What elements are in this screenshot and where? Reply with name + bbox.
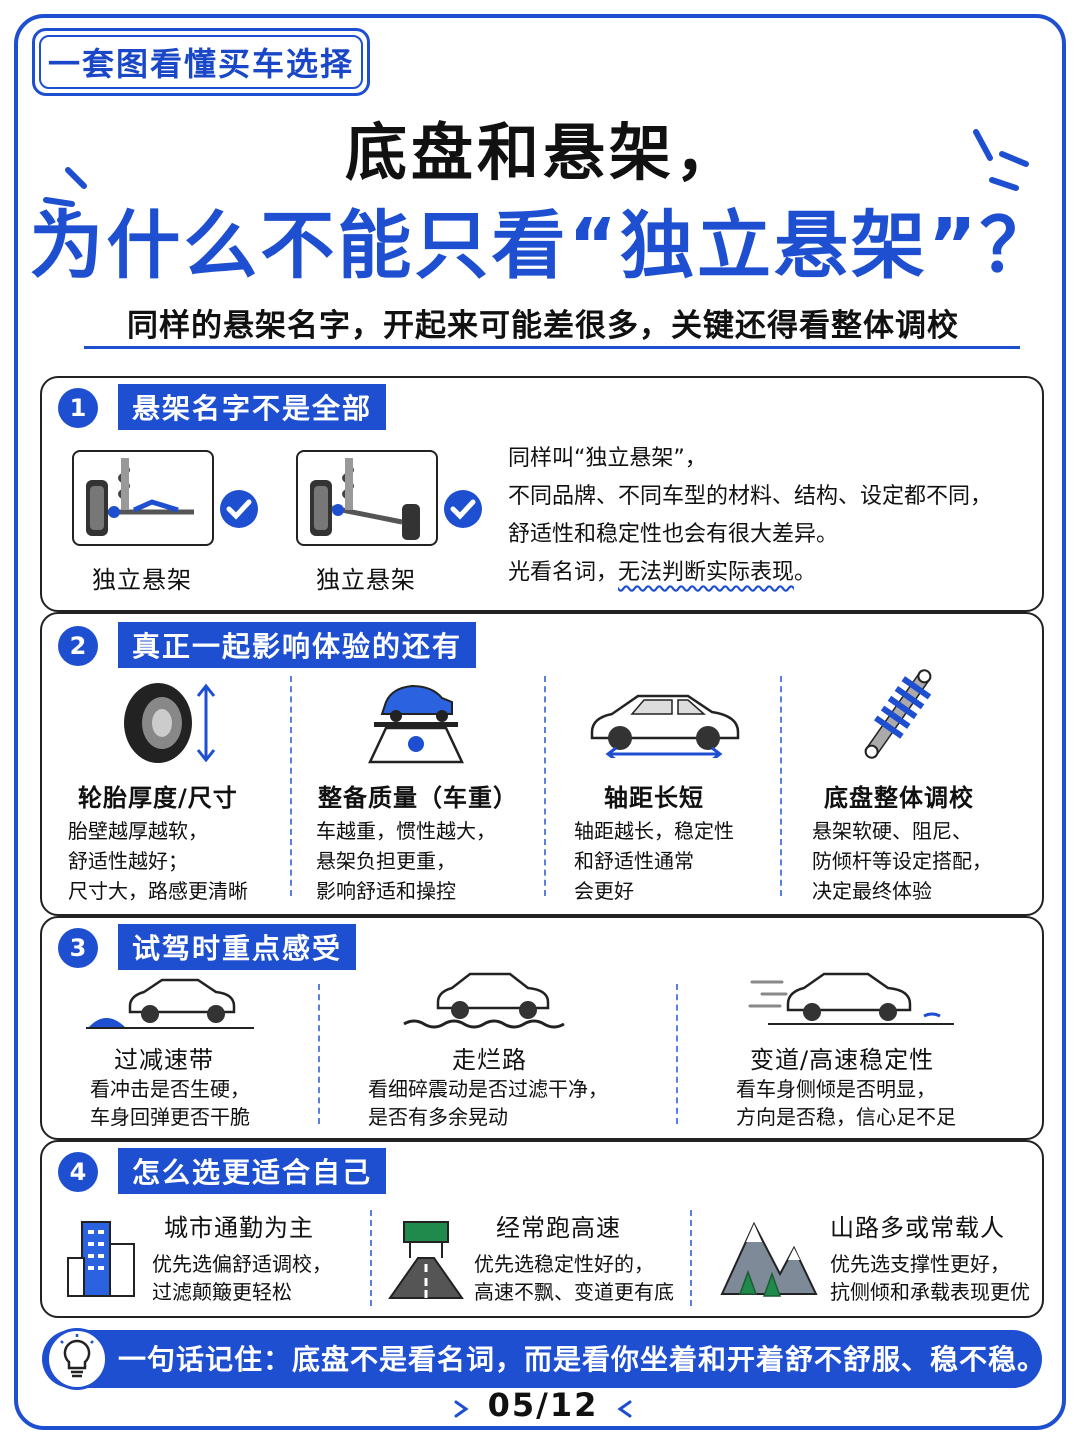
item-text: 车越重，惯性越大， [316, 819, 496, 843]
check-icon [444, 490, 482, 528]
item-label: 城市通勤为主 [164, 1214, 314, 1242]
summary-text: 一句话记住：底盘不是看名词，而是看你坐着和开着舒不舒服、稳不稳。 [118, 1343, 1047, 1376]
section-3-title: 试驾时重点感受 [118, 924, 357, 970]
page-subtitle: 同样的悬架名字，开起来可能差很多，关键还得看整体调校 [127, 308, 959, 344]
city-building-icon [67, 1221, 135, 1297]
item-text: 抗侧倾和承载表现更优 [830, 1280, 1030, 1304]
divider [544, 676, 546, 896]
item-text: 尺寸大，路感更清晰 [68, 879, 248, 903]
item-text: 轴距越长，稳定性 [574, 819, 734, 843]
divider [318, 984, 320, 1124]
item-label: 底盘整体调校 [824, 784, 974, 812]
item-text: 胎壁越厚越软， [68, 819, 208, 843]
section-2 [40, 612, 1044, 916]
section-2-title: 真正一起影响体验的还有 [118, 622, 477, 668]
wheelbase-icon [590, 694, 740, 758]
page-frame [14, 14, 1066, 1430]
item-text: 优先选稳定性好的， [474, 1252, 654, 1276]
item-label: 山路多或常载人 [830, 1214, 1005, 1242]
text-prefix: 光看名词， [508, 560, 619, 585]
divider [676, 984, 678, 1124]
item-label: 轴距长短 [604, 784, 704, 812]
summary-banner [42, 1330, 1042, 1388]
suspension-icon [296, 450, 438, 546]
text-suffix: 。 [794, 560, 817, 585]
item-text: 是否有多余晃动 [368, 1105, 508, 1129]
item-label: 整备质量（车重） [318, 784, 518, 812]
divider [290, 676, 292, 896]
page-title-highlight: 为什么不能只看“独立悬架”？ [29, 203, 1057, 289]
section-4-title: 怎么选更适合自己 [118, 1148, 387, 1194]
section-1-number: 1 [58, 388, 98, 428]
item-text: 决定最终体验 [812, 879, 932, 903]
fast-car-icon [748, 972, 954, 1025]
item-text: 悬架负担更重， [316, 849, 456, 873]
section-1-text-line: 舒适性和稳定性也会有很大差异。 [508, 522, 839, 547]
lightbulb-icon [46, 1328, 108, 1390]
item-text: 悬架软硬、阻尼、 [812, 819, 972, 843]
suspension-icon [72, 450, 214, 546]
item-text: 方向是否稳，信心足不足 [736, 1105, 956, 1129]
mountain-icon [720, 1221, 818, 1297]
item-label: 轮胎厚度/尺寸 [78, 784, 238, 812]
page-number: 05/12 [487, 1386, 599, 1424]
text-highlight: 无法判断实际表现 [618, 560, 795, 585]
suspension-label-1: 独立悬架 [92, 566, 192, 594]
item-text: 影响舒适和操控 [316, 879, 456, 903]
item-text: 会更好 [574, 879, 634, 903]
page-marker-left-icon [454, 1400, 469, 1418]
rough-road-car-icon [403, 972, 565, 1029]
shock-absorber-icon [864, 669, 932, 759]
item-text: 看细碎震动是否过滤干净， [368, 1077, 608, 1101]
item-text: 过滤颠簸更轻松 [152, 1280, 292, 1304]
speed-bump-car-icon [86, 978, 254, 1029]
divider [690, 1210, 692, 1306]
item-label: 变道/高速稳定性 [750, 1046, 935, 1074]
item-text: 高速不飘、变道更有底 [474, 1280, 674, 1304]
item-text: 优先选偏舒适调校， [152, 1252, 332, 1276]
item-text: 舒适性越好； [68, 849, 188, 873]
spark-left-icon [43, 167, 87, 223]
divider [780, 676, 782, 896]
item-text: 车身回弹更否干脆 [90, 1105, 250, 1129]
divider [370, 1210, 372, 1306]
section-3-number: 3 [58, 928, 98, 968]
item-text: 优先选支撑性更好， [830, 1252, 1010, 1276]
tire-icon [124, 683, 216, 763]
page-title: 底盘和悬架， [344, 116, 741, 189]
item-label: 经常跑高速 [496, 1214, 621, 1242]
highway-icon [388, 1221, 464, 1299]
page-marker-right-icon [617, 1400, 632, 1418]
subtitle-underline [84, 346, 1020, 349]
section-1-text-line: 不同品牌、不同车型的材料、结构、设定都不同， [508, 484, 993, 509]
item-text: 看车身侧倾是否明显， [736, 1077, 936, 1101]
item-text: 看冲击是否生硬， [90, 1077, 250, 1101]
item-label: 走烂路 [452, 1046, 527, 1074]
suspension-label-2: 独立悬架 [316, 566, 416, 594]
series-tag: 一套图看懂买车选择 [32, 28, 370, 96]
section-1-title: 悬架名字不是全部 [118, 384, 387, 430]
spark-right-icon [973, 129, 1029, 191]
section-2-number: 2 [58, 626, 98, 666]
item-label: 过减速带 [114, 1046, 214, 1074]
item-text: 防倾杆等设定搭配， [812, 849, 992, 873]
check-icon [220, 490, 258, 528]
section-4-number: 4 [58, 1152, 98, 1192]
section-1-text-last: 光看名词，无法判断实际表现。 [508, 554, 816, 591]
item-text: 和舒适性通常 [574, 849, 694, 873]
scale-icon [368, 684, 464, 764]
section-1-text-line: 同样叫“独立悬架”， [508, 446, 707, 471]
